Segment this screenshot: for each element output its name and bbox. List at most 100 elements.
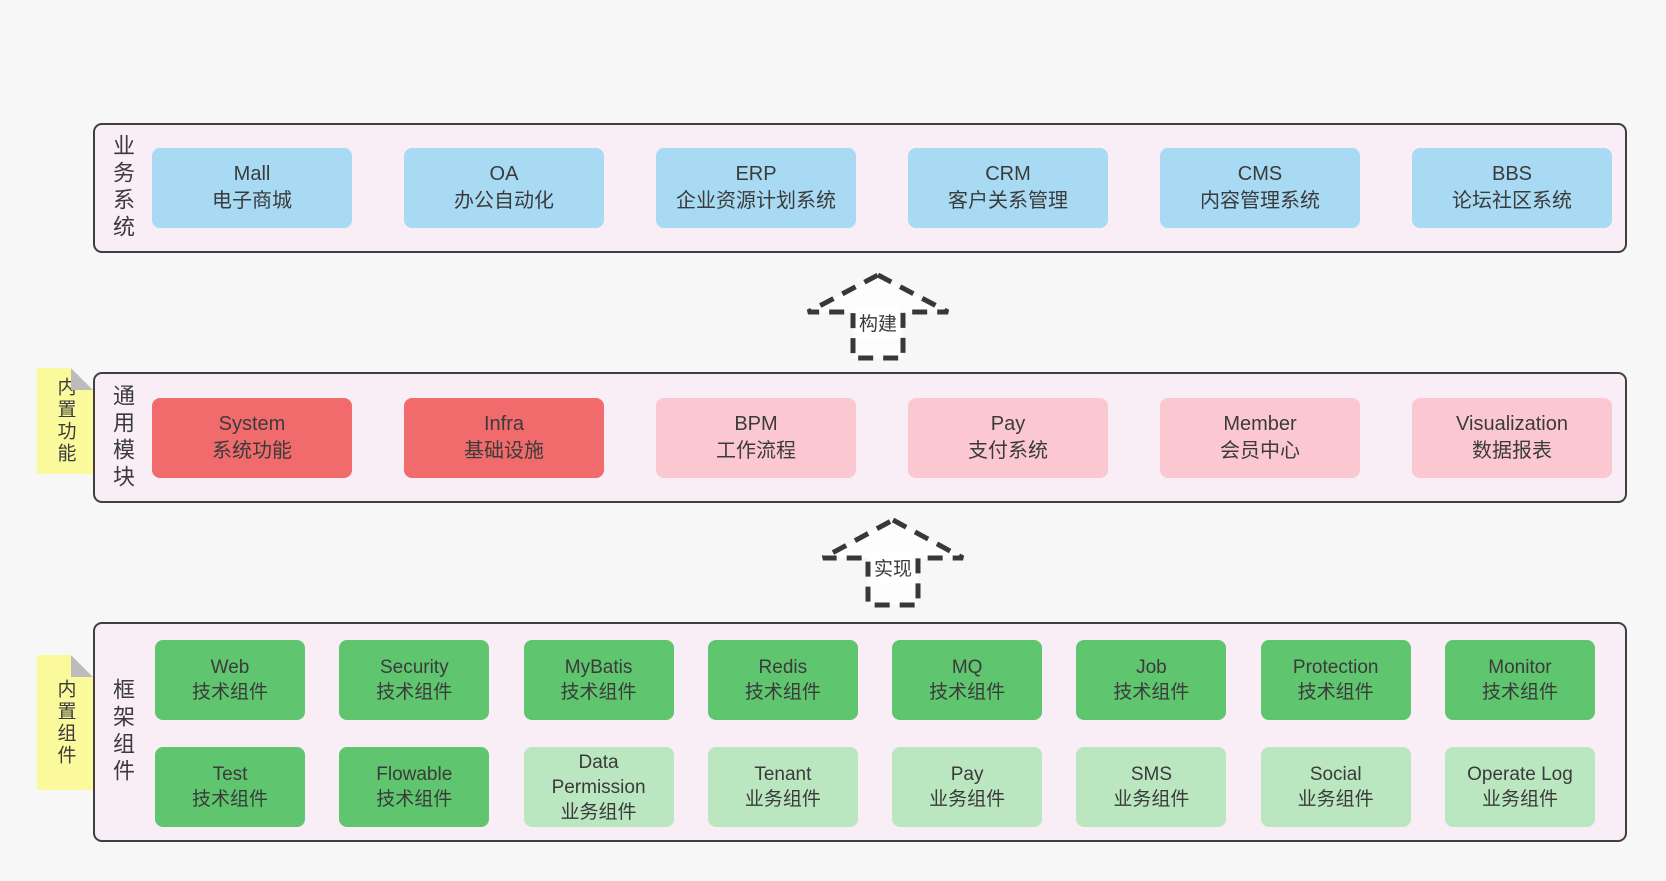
- module-box-crm: CRM 客户关系管理: [908, 148, 1108, 228]
- module-category: 技术组件: [376, 682, 453, 703]
- module-name: Flowable: [376, 764, 453, 785]
- module-box-mq: MQ 技术组件: [892, 640, 1043, 720]
- sticky-note-builtin-features: 内置功能: [37, 368, 93, 474]
- module-name: Operate Log: [1467, 764, 1573, 785]
- module-category: 电子商城: [212, 190, 292, 212]
- module-box-web: Web 技术组件: [155, 640, 305, 720]
- sticky-note-label: 内置功能: [54, 377, 76, 465]
- module-category: 技术组件: [191, 789, 268, 810]
- module-box-row: Test 技术组件 Flowable 技术组件 Data Permission 业务组件 T…: [155, 747, 1595, 827]
- module-name: CRM: [985, 163, 1031, 185]
- module-name: Social: [1309, 764, 1362, 785]
- module-name: Security: [379, 657, 449, 678]
- module-category: 业务组件: [1113, 789, 1190, 810]
- module-box-security: Security 技术组件: [339, 640, 490, 720]
- module-category: 客户关系管理: [948, 190, 1068, 212]
- module-category: 技术组件: [560, 682, 637, 703]
- module-category: 技术组件: [929, 682, 1006, 703]
- module-box-visualization: Visualization 数据报表: [1412, 397, 1612, 478]
- module-box-pay: Pay 业务组件: [892, 747, 1043, 827]
- module-category: 业务组件: [560, 801, 637, 823]
- module-name: MQ: [951, 657, 983, 678]
- module-category: 论坛社区系统: [1452, 190, 1572, 212]
- module-box-pay: Pay 支付系统: [908, 397, 1108, 478]
- module-name: OA: [489, 163, 519, 185]
- module-category: 技术组件: [1297, 682, 1374, 703]
- module-name: Test: [212, 764, 248, 785]
- implement-arrow-label: 实现: [870, 552, 916, 583]
- module-name: Member: [1223, 412, 1297, 435]
- module-box-job: Job 技术组件: [1076, 640, 1227, 720]
- module-category: 工作流程: [716, 439, 796, 462]
- module-category: 业务组件: [1481, 789, 1558, 810]
- sticky-note-builtin-components: 内置组件: [37, 655, 93, 790]
- module-category: 业务组件: [1297, 789, 1374, 810]
- section-label-framework-components: 框架组件: [110, 678, 135, 786]
- module-name: Visualization: [1456, 412, 1568, 435]
- module-box-row: System 系统功能 Infra 基础设施 BPM 工作流程 Pay 支付系统 Member 会…: [152, 374, 1612, 501]
- module-box-infra: Infra 基础设施: [404, 397, 604, 478]
- module-name: ERP: [735, 163, 777, 185]
- module-name: SMS: [1130, 764, 1172, 785]
- module-box-cms: CMS 内容管理系统: [1160, 148, 1360, 228]
- module-box-mall: Mall 电子商城: [152, 148, 352, 228]
- module-box-flowable: Flowable 技术组件: [339, 747, 490, 827]
- module-name: MyBatis: [564, 657, 633, 678]
- section-label-common-modules: 通用模块: [110, 383, 135, 492]
- module-category: 系统功能: [212, 439, 292, 462]
- module-category: 内容管理系统: [1200, 190, 1320, 212]
- module-box-monitor: Monitor 技术组件: [1444, 640, 1595, 720]
- module-name: BBS: [1491, 163, 1533, 185]
- module-box-protection: Protection 技术组件: [1260, 640, 1411, 720]
- module-name: Pay: [990, 412, 1026, 435]
- section-common-modules: 通用模块 System 系统功能 Infra 基础设施 BPM 工作流程 Pay 支付系统 Me…: [93, 372, 1627, 503]
- module-category: 技术组件: [1481, 682, 1558, 703]
- sticky-note-label: 内置组件: [54, 678, 76, 767]
- module-box-data-permission: Data Permission 业务组件: [523, 747, 674, 827]
- module-box-bbs: BBS 论坛社区系统: [1412, 148, 1612, 228]
- module-category: 会员中心: [1220, 439, 1300, 462]
- module-name: Data Permission: [551, 751, 646, 798]
- module-name: Monitor: [1488, 657, 1552, 678]
- module-name: Job: [1136, 657, 1167, 678]
- module-box-operate-log: Operate Log 业务组件: [1444, 747, 1595, 827]
- module-box-social: Social 业务组件: [1260, 747, 1411, 827]
- module-name: BPM: [734, 412, 778, 435]
- module-box-bpm: BPM 工作流程: [656, 397, 856, 478]
- module-box-sms: SMS 业务组件: [1076, 747, 1227, 827]
- module-category: 技术组件: [744, 682, 821, 703]
- module-category: 基础设施: [464, 439, 544, 462]
- module-name: System: [218, 412, 286, 435]
- module-box-test: Test 技术组件: [155, 747, 305, 827]
- module-box-mybatis: MyBatis 技术组件: [523, 640, 674, 720]
- module-box-erp: ERP 企业资源计划系统: [656, 148, 856, 228]
- module-name: Mall: [233, 163, 271, 185]
- module-box-member: Member 会员中心: [1160, 397, 1360, 478]
- module-category: 支付系统: [968, 439, 1048, 462]
- module-name: Protection: [1292, 657, 1379, 678]
- build-arrow-label: 构建: [855, 307, 901, 338]
- module-name: Redis: [758, 657, 808, 678]
- module-box-system: System 系统功能: [152, 397, 352, 478]
- module-category: 技术组件: [1113, 682, 1190, 703]
- module-name: Tenant: [754, 764, 812, 785]
- module-category: 业务组件: [929, 789, 1006, 810]
- module-category: 技术组件: [191, 682, 268, 703]
- module-name: Pay: [950, 764, 984, 785]
- module-name: Web: [210, 657, 250, 678]
- module-category: 数据报表: [1472, 439, 1552, 462]
- section-label-business-systems: 业务系统: [110, 134, 135, 242]
- module-name: CMS: [1237, 163, 1283, 185]
- module-category: 企业资源计划系统: [676, 190, 836, 212]
- module-category: 技术组件: [376, 789, 453, 810]
- module-box-redis: Redis 技术组件: [707, 640, 858, 720]
- implement-arrow: 实现: [813, 508, 973, 610]
- module-name: Infra: [483, 412, 525, 435]
